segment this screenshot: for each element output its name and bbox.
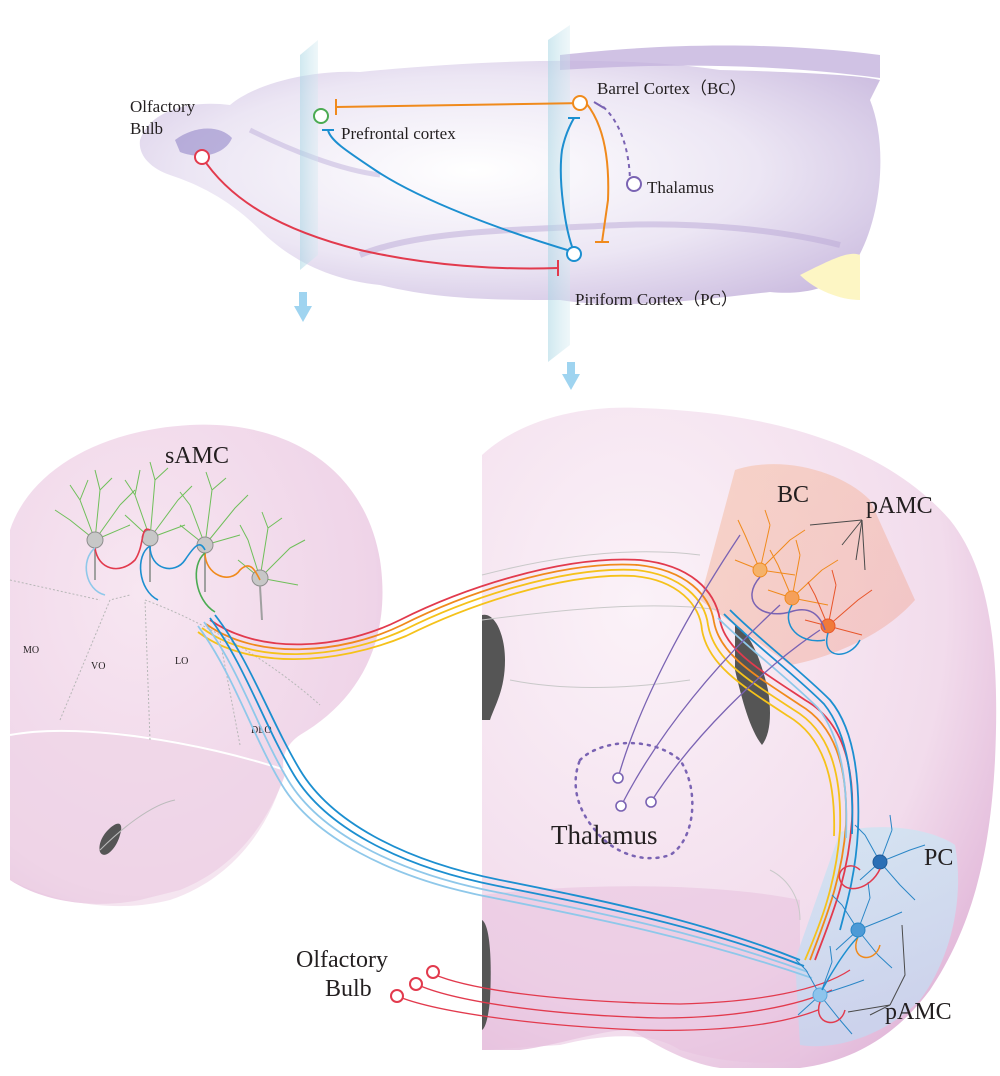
samc-neuron-1 (54, 469, 136, 580)
bundle-samc-bc-yellow (201, 568, 842, 961)
ventricle-lateral (735, 625, 770, 745)
path-pc-pfc-blue (327, 129, 575, 253)
thal-bc-purple-3 (650, 629, 821, 803)
thal-bc-purple-1 (617, 534, 741, 779)
slice-lower-band (482, 886, 800, 1063)
label-prefrontal-cortex: Prefrontal cortex (341, 124, 456, 143)
thal-bc-purple-2 (620, 604, 781, 807)
label-bc: BC (777, 482, 809, 508)
region-lo: LO (175, 656, 188, 667)
bundle-samc-pc-blue (214, 614, 801, 961)
label-thalamus-bottom: Thalamus (551, 820, 657, 850)
bundle-samc-pc-blue-2 (209, 617, 805, 967)
label-pamc-bottom: pAMC (885, 999, 952, 1025)
region-mo: MO (23, 645, 39, 656)
white-matter-lines (481, 551, 801, 921)
internal-groove (358, 221, 841, 258)
section-plane-anterior (300, 40, 318, 270)
pc-neurons (795, 814, 926, 1035)
bundle-samc-pc-lightblue-2 (197, 625, 813, 979)
region-vo: VO (91, 661, 105, 672)
bulb-shading (175, 128, 232, 156)
label-piriform-cortex: Piriform Cortex（PC） (575, 290, 738, 309)
bundle-samc-pc-lightblue (203, 621, 809, 973)
sagittal-nodes (194, 95, 642, 262)
slice-anterior-lower-lobe (10, 729, 285, 907)
bc-neuron-2 (767, 539, 839, 606)
ob-pc-red-2 (415, 983, 833, 1019)
bc-neuron-1 (734, 509, 806, 578)
label-pc: PC (924, 845, 953, 871)
pc-neuron-1 (854, 814, 926, 901)
bundle-samc-bc-yellow-2 (197, 574, 836, 837)
section-plane-posterior (548, 25, 570, 362)
pc-axon-loops (817, 865, 881, 1024)
path-ob-pc-red (201, 156, 559, 270)
ob-pc-red-1 (396, 995, 819, 1031)
label-pamc-top: pAMC (866, 493, 933, 519)
path-pfc-bc (335, 102, 587, 108)
pamc-pointer-lines (809, 519, 906, 1016)
coronal-pathways (197, 534, 860, 1031)
path-thal-bc-purple (599, 103, 631, 185)
bc-neurons (734, 509, 839, 606)
samc-axon-loops (85, 528, 261, 613)
label-olfactory-bulb-top-2: Bulb (130, 119, 163, 138)
samc-neuron-4 (237, 511, 306, 621)
thalamus-outline (574, 741, 694, 860)
pc-node (566, 246, 582, 262)
path-bc-pc-orange (585, 102, 610, 243)
path-pc-bc-blue (559, 117, 575, 253)
bundle-bc-pc-blue (729, 609, 860, 931)
brain-top-rim (560, 45, 880, 78)
sagittal-pathways (201, 99, 631, 276)
bundle-bc-pc-lightblue (717, 617, 848, 839)
thalamus-node (626, 176, 642, 192)
pc-neuron-3 (795, 945, 865, 1035)
label-olfactory-bulb-top-1: Olfactory (130, 97, 196, 116)
label-samc: sAMC (165, 443, 229, 469)
sagittal-brain (139, 45, 881, 305)
ventricle-left (99, 823, 122, 855)
coronal-slice-anterior: MO VO LO DLO sAMC (9, 424, 383, 907)
label-barrel-cortex: Barrel Cortex（BC） (597, 79, 747, 98)
label-thalamus-top: Thalamus (647, 178, 714, 197)
pfc-node (313, 108, 329, 124)
region-bc-highlight (700, 464, 915, 665)
down-arrow-icon (562, 362, 580, 390)
bundle-bc-pc-blue-2 (723, 613, 854, 835)
region-dividers (9, 579, 321, 746)
ob-pc-red-3 (432, 969, 851, 1005)
ob-node (194, 149, 210, 165)
bc-axon-loops (751, 576, 861, 655)
bc-node (572, 95, 588, 111)
olfactory-bulb-nodes (390, 965, 440, 1003)
down-arrow-icon (294, 292, 312, 322)
ventricle-vertical (482, 614, 505, 720)
pc-neuron-2 (831, 881, 903, 969)
slice-anterior-divider (9, 729, 286, 771)
label-olfactory-bulb-bottom-2: Bulb (325, 976, 372, 1002)
thalamus-nodes (612, 772, 657, 812)
region-dlo: DLO (251, 725, 272, 736)
cerebellum-yellow (800, 253, 860, 300)
label-olfactory-bulb-bottom-1: Olfactory (296, 947, 388, 973)
